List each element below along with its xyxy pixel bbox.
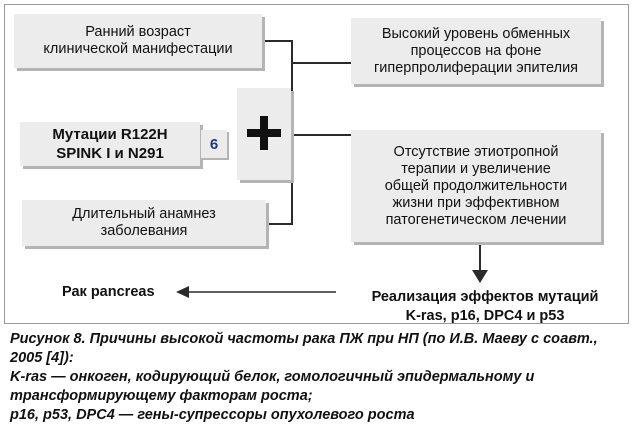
- connector-right-vertical: [479, 243, 481, 275]
- connector-no-therapy: [291, 134, 351, 136]
- box-no-therapy: Отсутствие этиотропной терапии и увеличе…: [351, 130, 601, 242]
- box-long-history: Длительный анамнез заболевания: [22, 200, 266, 246]
- small-mark: 6: [209, 135, 219, 153]
- arrow-down-icon: [472, 270, 488, 283]
- connector-metabolism: [291, 62, 351, 64]
- caption-line-1: Рисунок 8. Причины высокой частоты рака …: [10, 331, 598, 366]
- box-mutations: Мутации R122H SPINK I и N291: [20, 122, 200, 166]
- connector-long-history: [266, 223, 293, 225]
- plus-icon: [247, 116, 281, 150]
- arrow-left-icon: [176, 286, 336, 298]
- connector-to-plus: [291, 100, 293, 101]
- outcome-mutation-effects: Реализация эффектов мутаций K-ras, p16, …: [371, 289, 599, 324]
- outcome-pancreas-cancer: Рак pancreas: [62, 284, 155, 300]
- box-early-age: Ранний возраст клинической манифестации: [14, 14, 262, 68]
- connector-early-age: [262, 40, 293, 42]
- box-metabolism: Высокий уровень обменных процессов на фо…: [351, 18, 601, 84]
- caption-line-2: K-ras — онкоген, кодирующий белок, гомол…: [10, 369, 535, 404]
- diagram-frame: [4, 4, 629, 324]
- figure-caption: Рисунок 8. Причины высокой частоты рака …: [10, 330, 630, 425]
- caption-line-3: p16, p53, DPC4 — гены-супрессоры опухоле…: [10, 407, 415, 423]
- connector-left-vertical: [291, 40, 293, 225]
- plus-box: [237, 88, 291, 180]
- small-mark-box: 6: [201, 130, 227, 158]
